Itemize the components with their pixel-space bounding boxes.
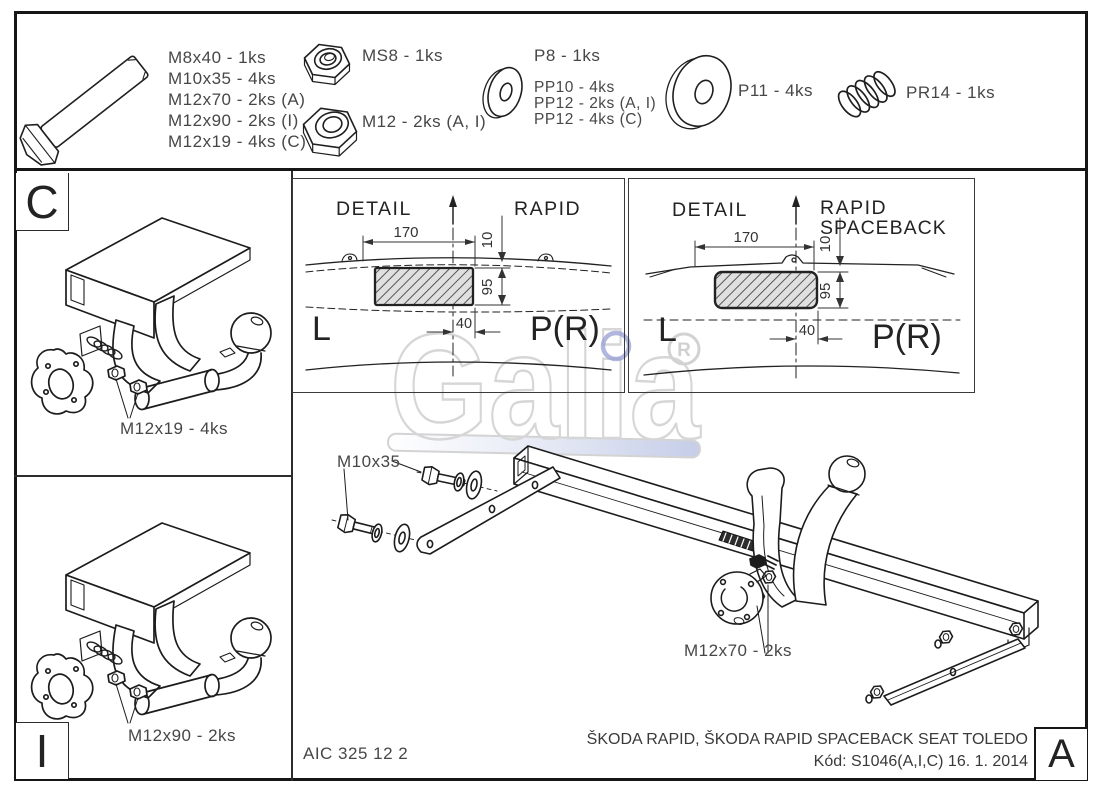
panel-c-callout: M12x19 - 4ks — [120, 419, 229, 438]
rear-stay-arm — [865, 622, 1026, 706]
dim-95-label: 95 — [817, 283, 834, 300]
up-arrow-icon — [792, 195, 800, 207]
side-left-rapid: L — [312, 310, 331, 348]
watermark-text: Galia — [390, 302, 701, 470]
washer-p8-label: P8 - 1ks — [534, 46, 601, 65]
detail-rapid-drawing: 170 10 95 40 DETAIL RAPID L P(R) — [305, 195, 612, 377]
watermark-blue-dot — [600, 330, 632, 362]
detail-box-rapid — [292, 178, 625, 393]
detail-spaceback-drawing: 170 10 95 40 DETAIL RAPID SPACEBACK L P(… — [643, 195, 961, 379]
side-bracket-arm — [331, 464, 561, 555]
model-label-spaceback-2: SPACEBACK — [820, 217, 947, 239]
dim-95-label: 95 — [479, 279, 496, 296]
callout-m12x70: M12x70 - 2ks — [684, 641, 793, 660]
parts-strip-art — [19, 43, 896, 166]
parts-strip-divider — [14, 168, 1088, 171]
title-vehicles: ŠKODA RAPID, ŠKODA RAPID SPACEBACK SEAT … — [586, 731, 1028, 748]
revision-box: A — [1034, 727, 1087, 780]
spring-icon — [837, 70, 896, 118]
callout-m10x35: M10x35 — [337, 452, 401, 471]
side-right-spaceback: P(R) — [872, 318, 942, 356]
outer-border — [14, 11, 1088, 781]
detail-box-spaceback — [628, 178, 975, 393]
revision-letter: A — [1048, 732, 1075, 776]
washer-small-icon — [482, 66, 523, 119]
model-label-rapid: RAPID — [514, 198, 581, 220]
washer-pp12a-label: PP12 - 2ks (A, I) — [534, 95, 657, 112]
title-code: Kód: S1046(A,I,C) 16. 1. 2014 — [813, 753, 1028, 770]
dim-40-label: 40 — [799, 323, 815, 339]
left-column-divider — [291, 171, 293, 781]
panel-c-tag: C — [25, 175, 59, 228]
registered-mark-circle — [667, 332, 701, 366]
dim-40-label: 40 — [456, 316, 472, 332]
rubber-pad — [718, 530, 758, 552]
washer-pp12c-label: PP12 - 4ks (C) — [534, 111, 643, 128]
bolt-label-1: M8x40 - 1ks — [168, 48, 267, 67]
dim-170-label: 170 — [733, 229, 758, 246]
bolt-label-2: M10x35 - 4ks — [168, 69, 277, 88]
model-label-spaceback-1: RAPID — [820, 197, 887, 219]
reinforcement-plate-hatch — [373, 266, 475, 307]
lock-nut-icon — [303, 43, 351, 86]
panel-i-tag-box: I — [16, 722, 69, 779]
dim-10-label: 10 — [479, 232, 496, 249]
up-arrow-icon — [449, 195, 457, 207]
panel-i-drawing — [30, 522, 272, 724]
dim-170-label: 170 — [393, 224, 418, 241]
detail-title-spaceback: DETAIL — [672, 199, 748, 221]
socket-plate — [710, 554, 779, 625]
hex-nut-icon — [302, 107, 358, 157]
drawing-number: AIC 325 12 2 — [303, 744, 409, 763]
detail-title-rapid: DETAIL — [336, 198, 412, 220]
reinforcement-plate-hatch — [713, 270, 819, 310]
spring-label: PR14 - 1ks — [906, 83, 996, 102]
washer-pp10-label: PP10 - 4ks — [534, 79, 615, 96]
registered-mark-letter: R — [677, 340, 691, 361]
galia-watermark: Galia R — [387, 301, 703, 471]
panel-i-callout: M12x90 - 2ks — [128, 726, 237, 745]
main-assembly-drawing — [331, 445, 1039, 706]
bolt-label-4: M12x90 - 2ks (I) — [168, 111, 299, 130]
dim-10-label: 10 — [817, 236, 834, 253]
callout-leaders — [343, 460, 769, 654]
side-left-spaceback: L — [658, 311, 677, 349]
bolt-icon — [19, 55, 149, 166]
panel-i-tag: I — [35, 725, 49, 777]
washer-p11-label: P11 - 4ks — [738, 81, 814, 100]
hex-nut-label: M12 - 2ks (A, I) — [362, 112, 487, 131]
bolt-label-3: M12x70 - 2ks (A) — [168, 90, 306, 109]
lock-nut-label: MS8 - 1ks — [362, 46, 444, 65]
tow-ball-neck — [792, 455, 866, 606]
c-i-panel-divider — [14, 475, 291, 477]
side-right-rapid: P(R) — [530, 310, 600, 348]
bolt-label-5: M12x19 - 4ks (C) — [168, 132, 307, 151]
washer-large-icon — [665, 54, 732, 130]
panel-c-tag-box: C — [16, 173, 69, 231]
